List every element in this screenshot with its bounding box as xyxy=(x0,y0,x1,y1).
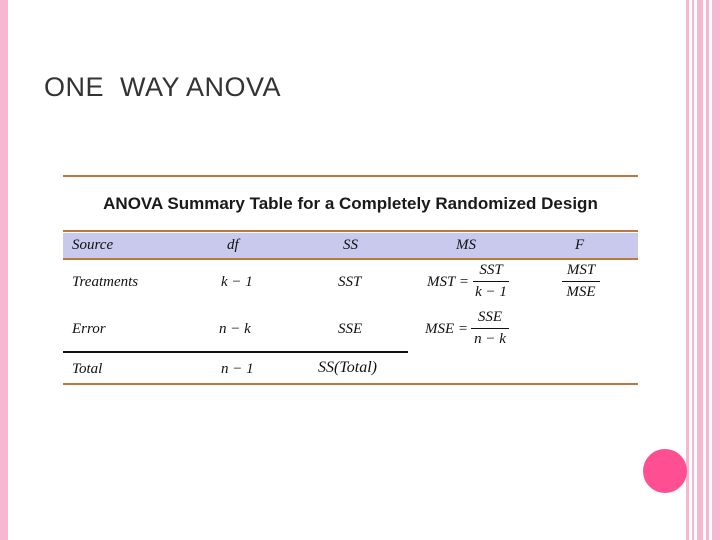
right-decorative-stripes xyxy=(686,0,720,540)
total-df: n − 1 xyxy=(221,361,254,377)
treatments-ms-numerator: SST xyxy=(479,262,503,278)
header-bottom-rule xyxy=(63,258,638,260)
error-source: Error xyxy=(72,321,106,337)
header-ss: SS xyxy=(343,237,358,253)
slide-title: ONE WAY ANOVA xyxy=(44,72,282,102)
left-accent-bar xyxy=(0,0,8,540)
treatments-ms-denominator: k − 1 xyxy=(475,284,507,300)
treatments-f-numerator: MST xyxy=(566,262,596,278)
total-source: Total xyxy=(72,361,103,377)
header-df: df xyxy=(227,237,239,253)
top-rule xyxy=(63,175,638,177)
treatments-f-denominator: MSE xyxy=(566,284,596,300)
error-ms-lhs: MSE = xyxy=(425,321,469,337)
treatments-f-fraction: MST MSE xyxy=(562,262,600,301)
anova-summary-table: ANOVA Summary Table for a Completely Ran… xyxy=(63,175,638,387)
treatments-ms-lhs: MST = xyxy=(427,274,469,290)
header-top-rule xyxy=(63,230,638,232)
header-source: Source xyxy=(72,237,114,253)
treatments-source: Treatments xyxy=(72,274,139,290)
total-separator-line xyxy=(63,351,408,353)
header-ms: MS xyxy=(456,237,476,253)
treatments-ms-fraction: SST k − 1 xyxy=(473,262,509,301)
error-ms-numerator: SSE xyxy=(477,309,503,325)
table-title: ANOVA Summary Table for a Completely Ran… xyxy=(103,194,598,213)
error-df: n − k xyxy=(219,321,251,337)
total-ss: SS(Total) xyxy=(318,359,377,376)
bottom-rule xyxy=(63,383,638,385)
error-ss: SSE xyxy=(338,321,363,337)
decorative-pink-dot xyxy=(643,449,687,493)
treatments-ss: SST xyxy=(338,274,362,290)
treatments-df: k − 1 xyxy=(221,274,253,290)
header-f: F xyxy=(575,237,585,253)
error-ms-fraction: SSE n − k xyxy=(471,309,509,348)
error-ms-denominator: n − k xyxy=(474,331,506,347)
header-band xyxy=(63,233,638,258)
